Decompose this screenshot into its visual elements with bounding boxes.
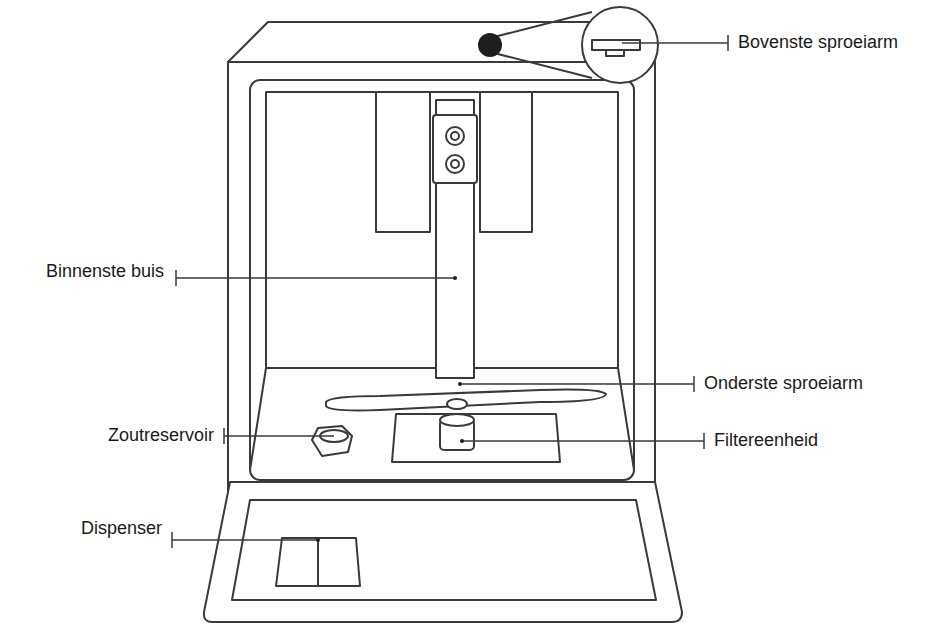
part-label: Bovenste sproeiarm bbox=[736, 33, 900, 53]
nozzle-block bbox=[433, 115, 477, 183]
part-label: Filtereenheid bbox=[712, 431, 820, 451]
nozzle-hole bbox=[451, 132, 459, 140]
part-label: Dispenser bbox=[79, 519, 164, 539]
magnifier-lines bbox=[490, 12, 592, 78]
leader-line bbox=[172, 532, 318, 548]
dispenser bbox=[276, 538, 360, 586]
leader-line bbox=[176, 270, 455, 286]
part-label: Zoutreservoir bbox=[106, 426, 216, 446]
leader-line bbox=[460, 376, 694, 392]
leader-line bbox=[622, 35, 728, 51]
door bbox=[204, 482, 682, 622]
door-inner bbox=[232, 500, 656, 600]
cavity bbox=[250, 80, 634, 480]
rail-right bbox=[480, 92, 532, 232]
part-label: Onderste sproeiarm bbox=[702, 374, 865, 394]
housing bbox=[228, 62, 655, 492]
rail-left bbox=[376, 92, 430, 232]
nozzle-hole bbox=[451, 160, 459, 168]
upper-arm-dot bbox=[478, 33, 502, 57]
lower-spray-arm bbox=[326, 390, 606, 411]
filter-top bbox=[440, 414, 474, 426]
magnifier bbox=[582, 7, 658, 83]
part-label: Binnenste buis bbox=[44, 262, 166, 282]
salt-cap bbox=[312, 426, 352, 456]
nozzle bbox=[446, 127, 464, 145]
leader-line bbox=[462, 433, 704, 449]
nozzle bbox=[446, 155, 464, 173]
leader-line bbox=[224, 428, 334, 444]
arm-hub bbox=[447, 399, 467, 409]
dispenser-split bbox=[317, 538, 319, 586]
filter-plate bbox=[392, 414, 560, 462]
